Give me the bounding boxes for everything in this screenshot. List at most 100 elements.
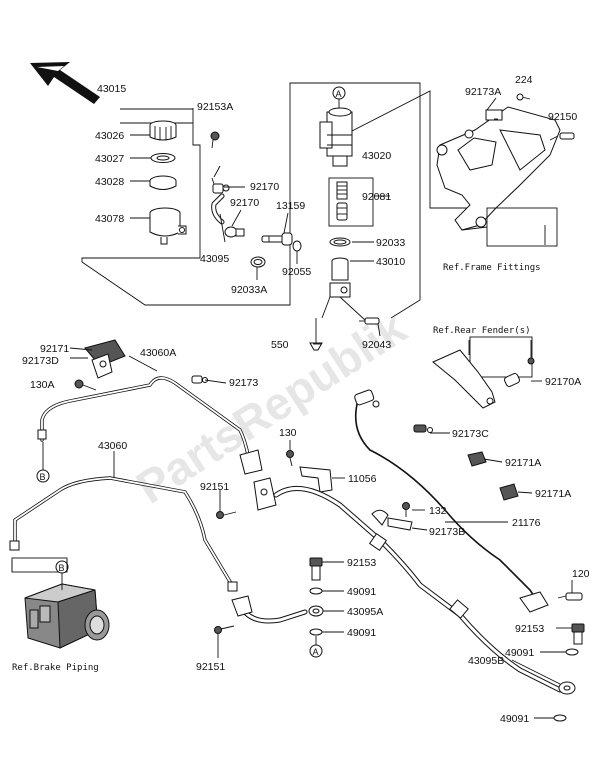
bolt-92151-upper bbox=[216, 511, 237, 519]
label-92033A: 92033A bbox=[231, 284, 267, 296]
label-13159: 13159 bbox=[276, 200, 305, 212]
marker-b-left: B bbox=[36, 442, 50, 483]
cotter-pin bbox=[359, 317, 380, 325]
bolt-224 bbox=[516, 93, 531, 101]
pipe-clamp-92171 bbox=[84, 339, 126, 379]
clamp-92173C bbox=[413, 424, 433, 433]
label-92171A-2: 92171A bbox=[535, 488, 571, 500]
reservoir-cap bbox=[149, 120, 177, 141]
label-43095: 43095 bbox=[200, 253, 229, 265]
hose-joint bbox=[231, 595, 253, 617]
snap-ring-92033A bbox=[250, 256, 266, 268]
hose-clamp-upper bbox=[212, 183, 230, 194]
marker-a-top: A bbox=[332, 86, 346, 108]
banjo-bolt-92153-right bbox=[571, 623, 585, 645]
label-92173C: 92173C bbox=[452, 428, 489, 440]
label-92151-b: 92151 bbox=[196, 661, 225, 673]
label-132: 132 bbox=[429, 505, 447, 517]
switch-bracket bbox=[519, 591, 549, 613]
piston-kit-box bbox=[328, 177, 374, 227]
svg-text:B: B bbox=[59, 563, 65, 573]
label-92153-b: 92153 bbox=[515, 623, 544, 635]
svg-text:A: A bbox=[336, 89, 342, 99]
label-43027: 43027 bbox=[95, 153, 124, 165]
label-92171: 92171 bbox=[40, 343, 69, 355]
marker-a-bottom: A bbox=[309, 636, 323, 658]
ref-frame-fittings: Ref.Frame Fittings bbox=[443, 263, 541, 273]
label-92055: 92055 bbox=[282, 266, 311, 278]
label-92033: 92033 bbox=[376, 237, 405, 249]
label-21176: 21176 bbox=[512, 517, 541, 529]
diaphragm bbox=[150, 153, 176, 163]
label-43015: 43015 bbox=[97, 83, 126, 95]
pipe-clip-92173 bbox=[191, 375, 208, 384]
brake-pipe-43060 bbox=[13, 476, 234, 587]
fender-box bbox=[469, 336, 533, 378]
label-92043: 92043 bbox=[362, 339, 391, 351]
marker-b-abs: B bbox=[55, 560, 69, 590]
label-49091-d: 49091 bbox=[500, 713, 529, 725]
clamp-92171A-1 bbox=[467, 451, 487, 467]
ref-brake-piping: Ref.Brake Piping bbox=[12, 663, 99, 673]
label-43010: 43010 bbox=[376, 256, 405, 268]
washer-49091-lower bbox=[309, 628, 323, 636]
clamp-92171A-2 bbox=[499, 483, 519, 501]
brake-light-switch bbox=[354, 389, 380, 408]
bolt-92151-lower bbox=[214, 625, 235, 634]
leader-lines bbox=[11, 97, 573, 719]
master-cylinder-body bbox=[319, 107, 353, 167]
hose-end-fitting bbox=[558, 681, 576, 695]
bolt-130A bbox=[74, 379, 97, 391]
diaphragm-plate bbox=[149, 175, 177, 190]
bolt-132 bbox=[402, 502, 410, 517]
push-rod-assembly bbox=[329, 257, 351, 298]
label-49091-a: 49091 bbox=[347, 586, 376, 598]
label-92173: 92173 bbox=[229, 377, 258, 389]
bolt-120 bbox=[557, 592, 583, 601]
washer-49091-upper bbox=[309, 587, 323, 595]
svg-text:A: A bbox=[313, 647, 319, 657]
label-92170-b: 92170 bbox=[230, 197, 259, 209]
label-224: 224 bbox=[515, 74, 533, 86]
label-92171A-1: 92171A bbox=[505, 457, 541, 469]
joint-block bbox=[239, 449, 277, 511]
label-43020: 43020 bbox=[362, 150, 391, 162]
label-92153-a: 92153 bbox=[347, 557, 376, 569]
reservoir-group-outline bbox=[81, 82, 421, 306]
label-92170-a: 92170 bbox=[250, 181, 279, 193]
frame-fittings-box bbox=[486, 207, 558, 247]
label-11056: 11056 bbox=[348, 473, 377, 485]
washer-49091-right-lower bbox=[553, 714, 567, 722]
label-92081: 92081 bbox=[362, 191, 391, 203]
label-43026: 43026 bbox=[95, 130, 124, 142]
label-92173A: 92173A bbox=[465, 86, 501, 98]
label-130: 130 bbox=[279, 427, 297, 439]
hose-fitting bbox=[261, 232, 293, 246]
label-92170A: 92170A bbox=[545, 376, 581, 388]
pump-group-outline bbox=[351, 90, 487, 209]
spring bbox=[336, 181, 348, 200]
clevis-pin bbox=[309, 318, 323, 351]
label-43095A: 43095A bbox=[347, 606, 383, 618]
bolt-130 bbox=[286, 450, 294, 467]
label-92153A: 92153A bbox=[197, 101, 233, 113]
label-92150: 92150 bbox=[548, 111, 577, 123]
banjo-bolt-92153 bbox=[309, 557, 323, 581]
washer-49091-right-upper bbox=[565, 648, 579, 656]
clip-92173B bbox=[371, 509, 413, 531]
label-550: 550 bbox=[271, 339, 289, 351]
label-43095B: 43095B bbox=[468, 655, 504, 667]
label-43078: 43078 bbox=[95, 213, 124, 225]
fender-clip bbox=[432, 349, 496, 409]
label-49091-c: 49091 bbox=[505, 647, 534, 659]
hose-clamp-92170A bbox=[504, 357, 535, 388]
o-ring-92055 bbox=[292, 240, 302, 252]
svg-text:B: B bbox=[40, 472, 46, 482]
label-92151-a: 92151 bbox=[200, 481, 229, 493]
label-92173B: 92173B bbox=[429, 526, 465, 538]
seal-92033 bbox=[329, 237, 351, 247]
abs-unit bbox=[24, 583, 110, 649]
bolt-92150 bbox=[549, 132, 575, 141]
piston bbox=[336, 202, 348, 221]
